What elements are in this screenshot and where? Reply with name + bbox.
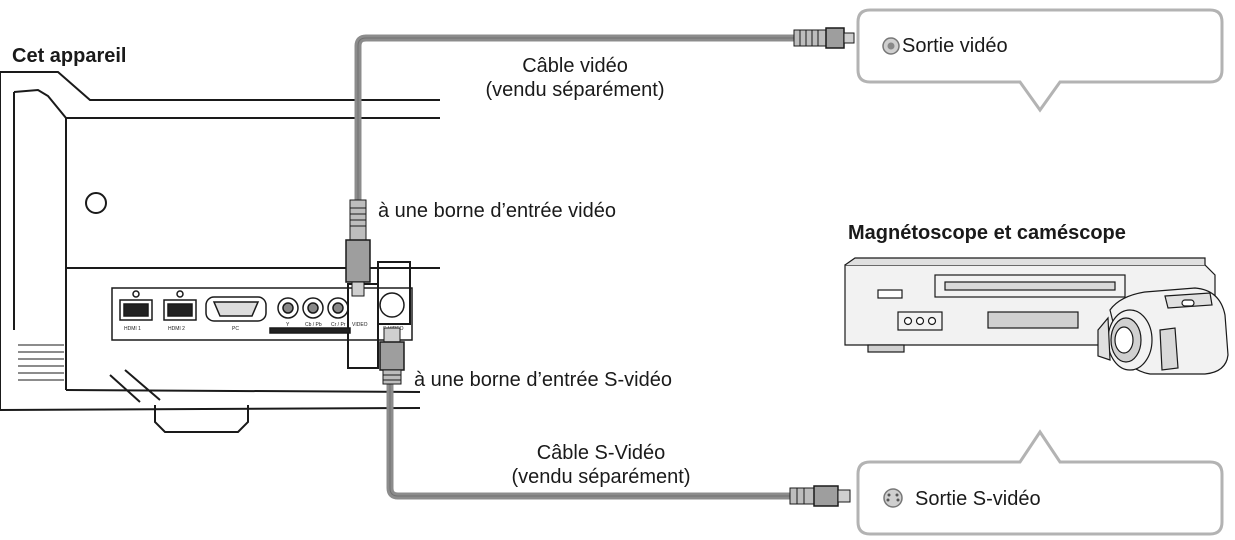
pc-port-label: PC [232, 326, 239, 332]
video-port-label: VIDEO [352, 322, 368, 328]
y-port-label: Y [286, 322, 290, 328]
svideo-output-bubble [856, 429, 1224, 536]
video-input-label: à une borne d’entrée vidéo [378, 200, 616, 222]
svideo-input-label: à une borne d’entrée S-vidéo [414, 369, 672, 391]
svideo-cable [379, 327, 851, 507]
svideo-jack-icon [883, 488, 903, 508]
video-cable-label: Câble vidéo (vendu séparément) [470, 54, 680, 102]
camcorder-illustration [1097, 287, 1229, 375]
cb-port-label: Cb / Pb [305, 322, 322, 328]
cr-port-label: Cr / Pr [331, 322, 346, 328]
video-cable-note: (vendu séparément) [485, 79, 665, 101]
hdmi2-port-label: HDMI 2 [168, 326, 185, 332]
video-output-bubble [856, 8, 1224, 113]
source-device-label: Magnétoscope et caméscope [848, 222, 1126, 244]
hdmi1-port-label: HDMI 1 [124, 326, 141, 332]
svideo-output-label: Sortie S-vidéo [915, 488, 1041, 510]
projector-body [0, 71, 440, 433]
video-output-label: Sortie vidéo [902, 35, 1008, 57]
projector-vent [18, 344, 64, 381]
video-cable-name: Câble vidéo [522, 55, 628, 77]
connector-panel [111, 261, 413, 369]
svideo-cable-note: (vendu séparément) [511, 466, 691, 488]
video-cable [345, 27, 855, 297]
svideo-cable-name: Câble S-Vidéo [536, 442, 666, 464]
svideo-port [379, 292, 405, 318]
device-label: Cet appareil [12, 45, 127, 67]
svideo-cable-label: Câble S-Vidéo (vendu séparément) [496, 441, 706, 489]
